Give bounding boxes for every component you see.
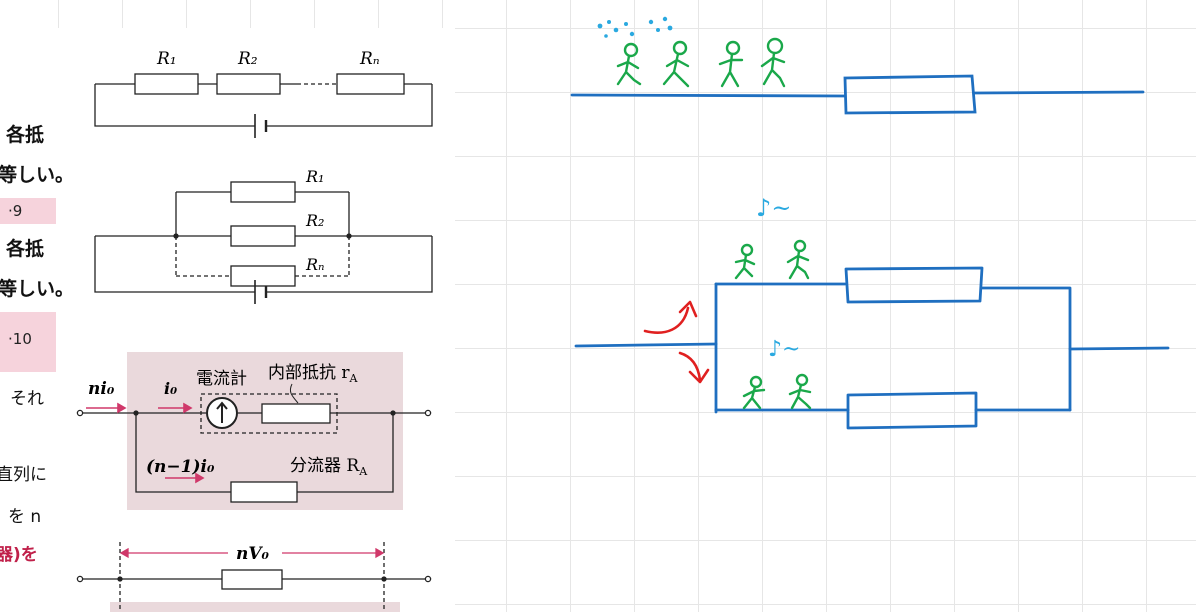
text-fragment-8: 器)を <box>0 545 38 565</box>
multiplier-resistor <box>221 569 283 590</box>
parallel-resistor-r2 <box>230 225 296 247</box>
label-current: i₀ <box>164 379 177 398</box>
voltmeter-circuit <box>76 542 432 612</box>
textbook-page: 各抵 等しい。 ·9 各抵 等しい。 ·10 それ 直列に を n 器)を R₁… <box>0 28 455 612</box>
text-fragment-6: 直列に <box>0 465 47 485</box>
resistor-r1 <box>134 73 199 95</box>
parallel-label-r2: R₂ <box>305 211 324 230</box>
label-total-current: ni₀ <box>88 379 115 399</box>
parallel-resistor-r1 <box>230 181 296 203</box>
parallel-circuit <box>94 181 433 304</box>
voltmeter-panel <box>110 602 400 612</box>
text-fragment-5: それ <box>10 389 44 409</box>
parallel-wire <box>574 266 1170 430</box>
current-arrows <box>86 402 205 484</box>
label-shunt: 分流器 RA <box>290 456 368 478</box>
series-label-r1: R₁ <box>156 49 177 69</box>
figure-4 <box>760 37 786 88</box>
series-circuit <box>94 73 433 138</box>
figure-3 <box>718 40 744 88</box>
voltage-arrow <box>119 547 385 559</box>
running-figures <box>616 37 812 410</box>
resistor-r2 <box>216 73 281 95</box>
current-arrows-red <box>643 300 710 384</box>
text-fragment-1: 各抵 <box>6 124 45 146</box>
series-label-r2: R₂ <box>237 49 258 69</box>
text-fragment-7: を n <box>8 507 42 527</box>
figure-8 <box>788 373 812 410</box>
parallel-label-rn: Rₙ <box>305 255 325 274</box>
circled-number-9: ·9 <box>8 202 23 220</box>
label-total-voltage: nV₀ <box>236 544 270 564</box>
text-fragment-4: 等しい。 <box>0 278 75 300</box>
circled-number-10: ·10 <box>8 330 32 348</box>
label-ammeter: 電流計 <box>196 369 247 389</box>
figure-7 <box>742 375 766 410</box>
label-internal-resistance: 内部抵抗 rA <box>268 363 359 385</box>
water-drops <box>597 16 673 38</box>
highlight-box-10 <box>0 312 56 372</box>
series-label-rn: Rₙ <box>359 49 380 69</box>
figure-5 <box>734 243 756 280</box>
figure-1 <box>616 42 642 86</box>
music-note-upper: ♪~ <box>756 194 791 222</box>
text-fragment-2: 等しい。 <box>0 164 75 186</box>
figure-2 <box>662 40 690 88</box>
text-fragment-3: 各抵 <box>6 238 45 260</box>
music-note-lower: ♪~ <box>768 337 800 362</box>
ammeter-circuit <box>76 383 432 503</box>
shunt-resistor <box>230 481 298 503</box>
parallel-label-r1: R₁ <box>305 167 324 186</box>
highlight-box-9 <box>0 198 56 224</box>
series-wire <box>570 74 1145 115</box>
textbook-circuits: R₁ R₂ Rₙ R₁ R₂ Rₙ <box>76 49 433 612</box>
figure-6 <box>786 239 810 280</box>
label-shunt-current: (n−1)i₀ <box>146 457 215 477</box>
internal-resistor <box>261 403 331 424</box>
parallel-resistor-rn <box>230 265 296 287</box>
resistor-rn <box>336 73 405 95</box>
